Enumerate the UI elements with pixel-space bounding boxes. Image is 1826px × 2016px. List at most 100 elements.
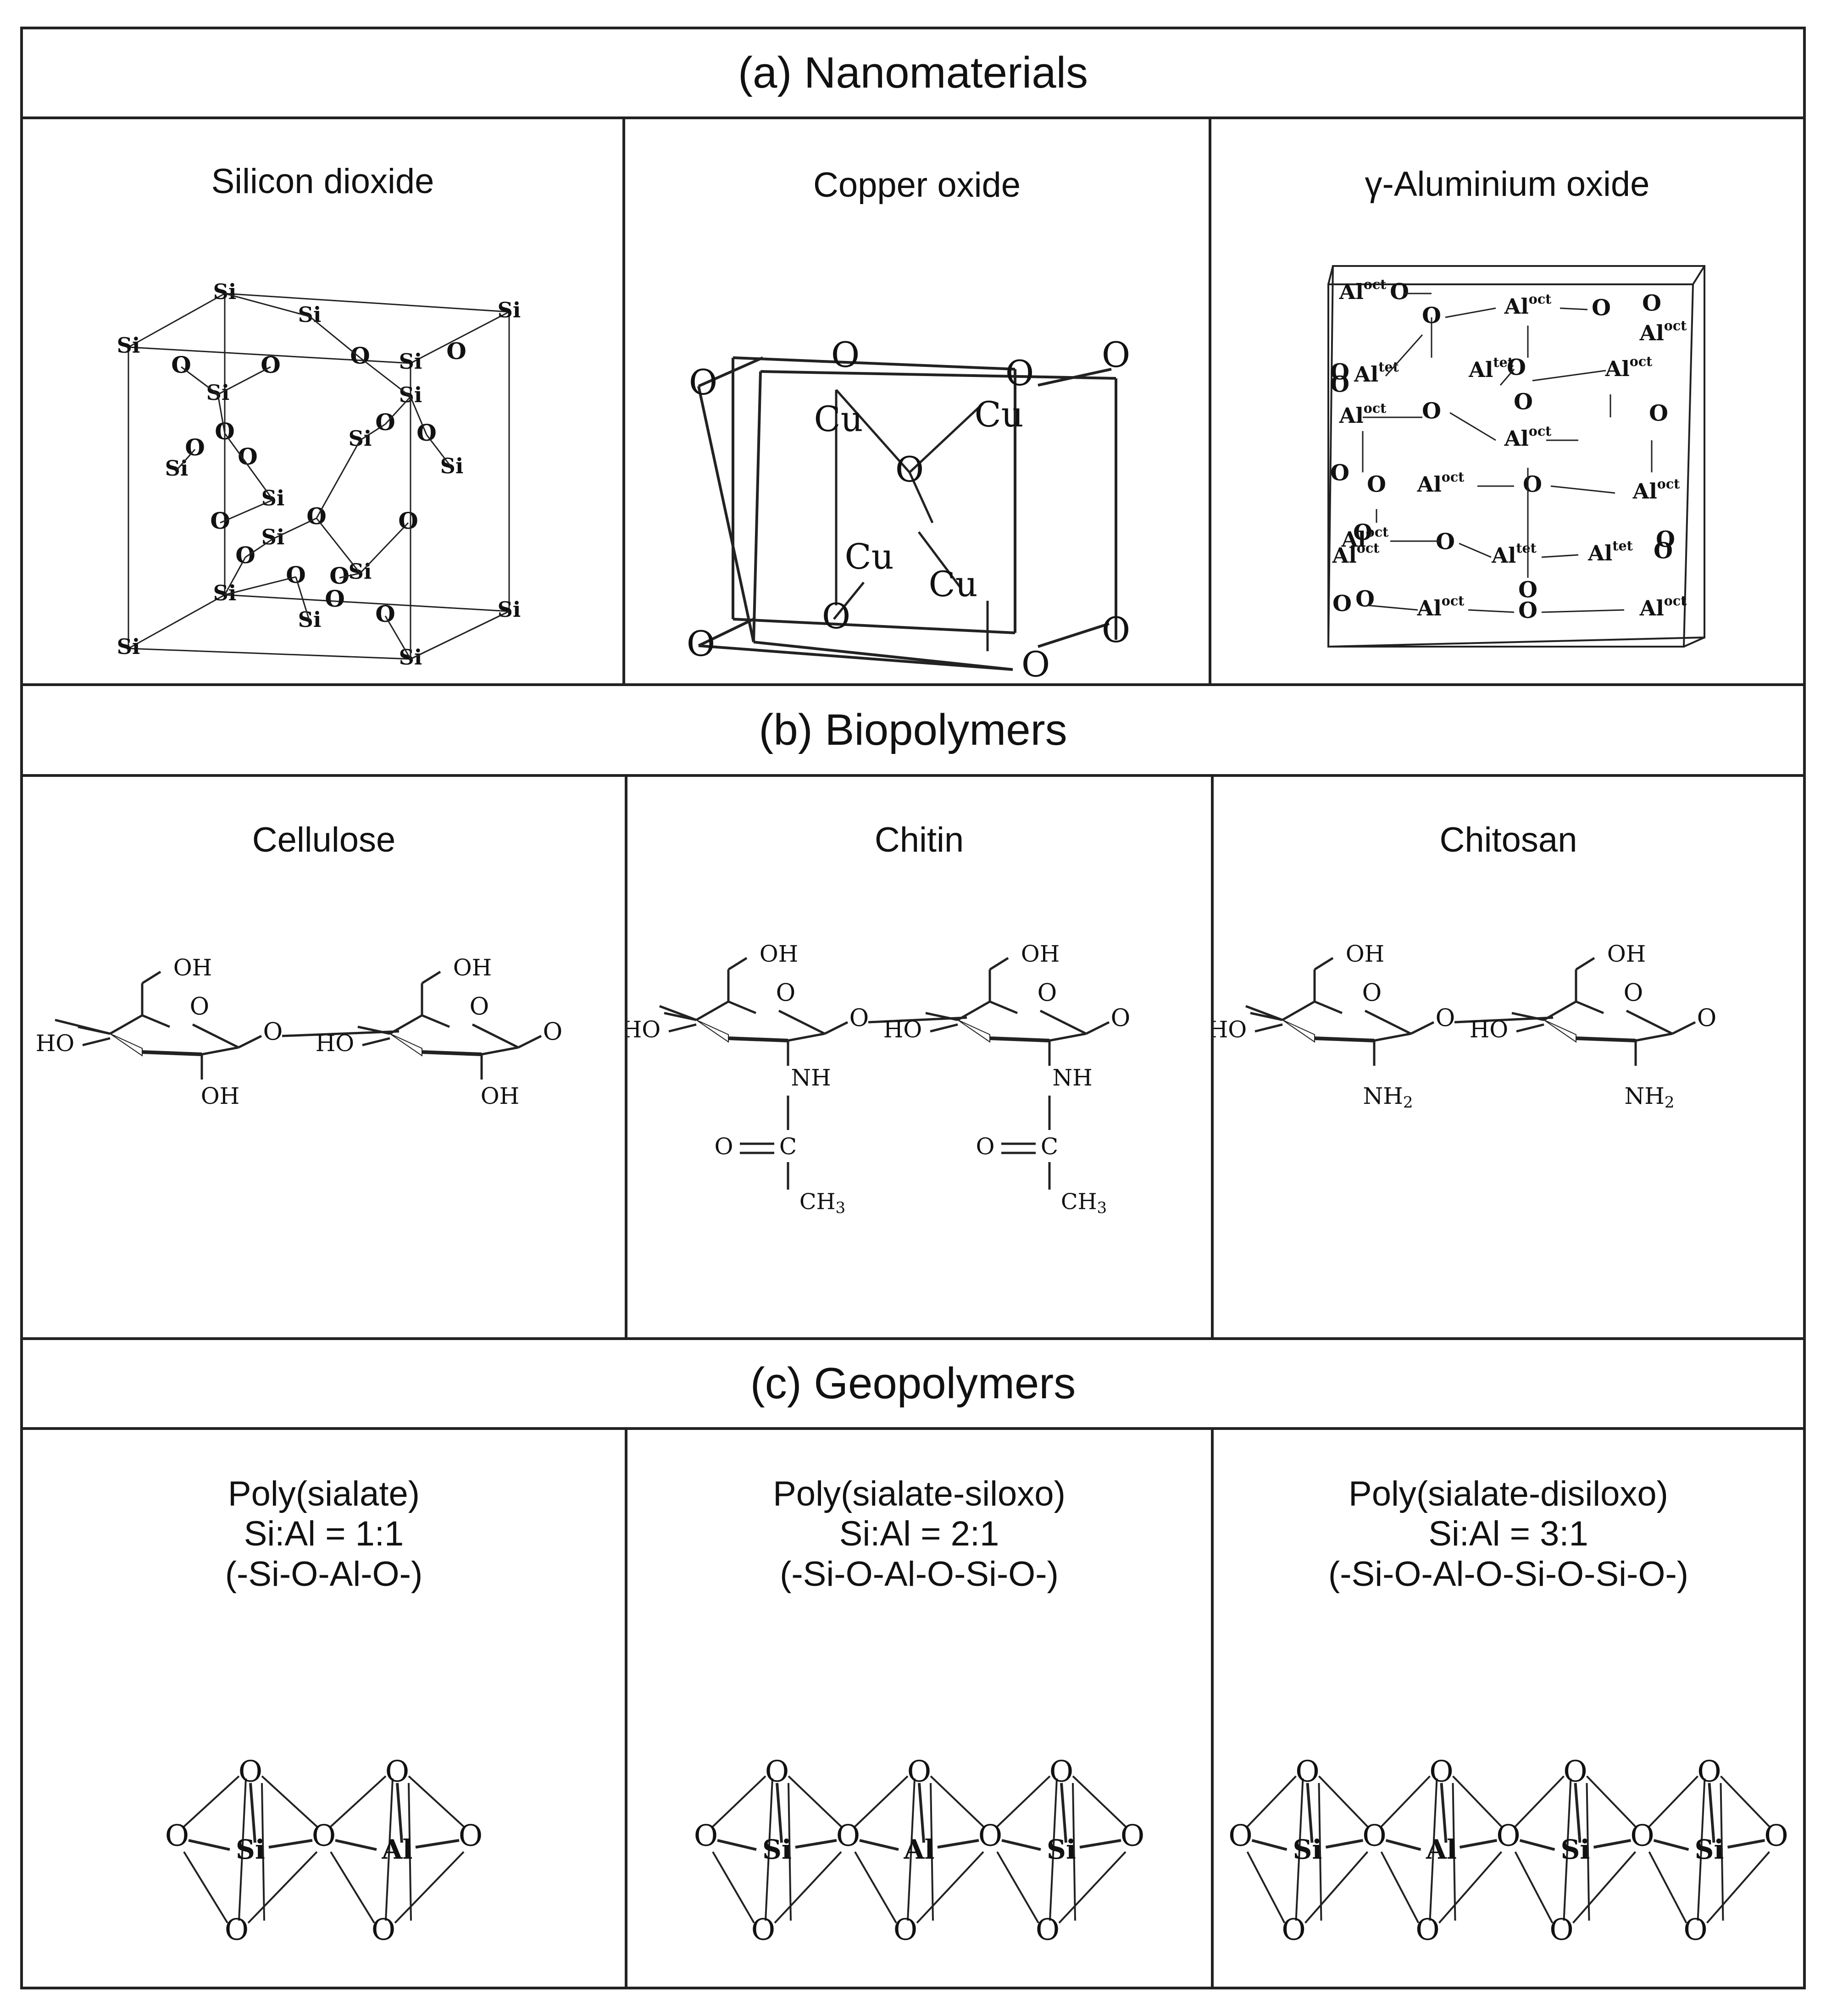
atom-label: Si — [1695, 1834, 1724, 1865]
bond-line — [224, 433, 274, 500]
atom-label: O — [1330, 460, 1349, 486]
bond-line — [1511, 1012, 1544, 1021]
bond-line — [1593, 1839, 1632, 1849]
atom-label: O — [776, 980, 796, 1007]
bond-line — [78, 1025, 111, 1035]
atom-label: O — [1005, 353, 1034, 393]
section-heading-geopolymers: (c) Geopolymers — [23, 1340, 1803, 1430]
atom-annotation: oct — [1657, 476, 1680, 492]
atom-label: OH — [1607, 941, 1646, 967]
cellulose-title: Cellulose — [252, 820, 396, 859]
bond-line — [1516, 1023, 1544, 1033]
atom-label: O — [894, 1913, 917, 1947]
bond-line — [1440, 1783, 1448, 1843]
atom-label: O — [1111, 1005, 1131, 1032]
bond-line — [1251, 1839, 1288, 1851]
atom-label: O — [1102, 609, 1130, 650]
atom-label: Si — [1561, 1834, 1590, 1865]
bond-line — [788, 1032, 825, 1042]
bond-line — [854, 1775, 909, 1828]
atom-label: Al — [1426, 1834, 1457, 1865]
atom-symbol: Al — [1491, 543, 1516, 568]
bond-line — [330, 1851, 375, 1924]
atom-label: Si — [165, 456, 189, 481]
atom-symbol: Al — [1504, 426, 1529, 451]
bond-line — [295, 576, 311, 622]
bond-line — [776, 1783, 783, 1843]
poly-sialate-formula: (-Si-O-Al-O-) — [225, 1554, 423, 1594]
atom-label: OH — [1346, 941, 1385, 967]
atom-label: O — [1355, 587, 1375, 612]
bond-line — [1325, 1839, 1364, 1849]
atom-annotation: oct — [1664, 318, 1687, 333]
bond-line — [788, 1783, 792, 1921]
bond-line — [360, 357, 411, 398]
bond-line — [1058, 1851, 1127, 1924]
bond-line — [217, 394, 226, 434]
bond-line — [224, 293, 310, 317]
bond-line — [268, 1839, 313, 1849]
bond-line — [788, 1775, 842, 1828]
bond-line — [778, 1009, 826, 1035]
bond-line — [384, 396, 411, 425]
atom-annotation: oct — [1529, 291, 1552, 307]
poly-sialate-name: Poly(sialate) — [228, 1474, 420, 1513]
atom-label: O — [1367, 472, 1386, 498]
bond-line — [1692, 265, 1705, 285]
bond-line — [1246, 1851, 1286, 1923]
bond-line — [330, 1775, 387, 1828]
bond-line — [1727, 1839, 1765, 1849]
bond-line — [410, 396, 427, 435]
atom-label: O — [1683, 1913, 1707, 1947]
atom-label: O — [751, 1913, 775, 1947]
bond-line — [249, 1783, 256, 1843]
bond-line — [1282, 1000, 1315, 1021]
poly-sialate-disiloxo-formula: (-Si-O-Al-O-Si-O-Si-O-) — [1328, 1554, 1689, 1594]
atom-label: O — [849, 1005, 869, 1032]
atom-label: O — [831, 334, 860, 375]
atom-symbol: Al — [1504, 294, 1529, 319]
poly-sialate-disiloxo-ratio: Si:Al = 3:1 — [1428, 1514, 1588, 1554]
atom-label: O — [543, 1019, 563, 1046]
atom-label: O — [1390, 279, 1409, 305]
bond-line — [1001, 1839, 1041, 1851]
atom-label: NH2 — [1625, 1083, 1675, 1112]
bond-line — [752, 371, 762, 642]
subscript: 2 — [1665, 1093, 1675, 1112]
atom-label: O — [1518, 577, 1537, 603]
bond-line — [1445, 307, 1496, 318]
atom-symbol: Al — [1417, 472, 1442, 497]
bond-line — [1038, 368, 1112, 387]
bond-line — [142, 1014, 170, 1028]
atom-symbol: Al — [1354, 362, 1378, 387]
bond-line — [1574, 1783, 1582, 1843]
atom-label: Altet — [1587, 538, 1633, 566]
bond-line — [1720, 1775, 1770, 1828]
bond-line — [1385, 334, 1423, 377]
bond-line — [410, 311, 510, 364]
heading-text: (a) Nanomaterials — [738, 48, 1088, 97]
atom-label: O — [239, 1755, 262, 1789]
chitin-title: Chitin — [874, 820, 964, 859]
atom-label: O — [1330, 372, 1349, 398]
bond-line — [1250, 1012, 1283, 1021]
atom-label: Si — [261, 525, 285, 549]
atom-label: O — [1102, 334, 1130, 375]
bond-line — [1085, 1021, 1110, 1035]
atom-label: O — [1518, 598, 1537, 624]
atom-label: O — [1654, 538, 1673, 564]
atom-label: NH — [791, 1064, 831, 1091]
atom-label: O — [1121, 1819, 1144, 1853]
bond-line — [854, 1851, 897, 1924]
bond-line — [238, 1035, 262, 1049]
bond-line — [141, 970, 161, 985]
bond-line — [1519, 1839, 1555, 1851]
bond-line — [1381, 1775, 1431, 1828]
bond-line — [1449, 412, 1496, 441]
